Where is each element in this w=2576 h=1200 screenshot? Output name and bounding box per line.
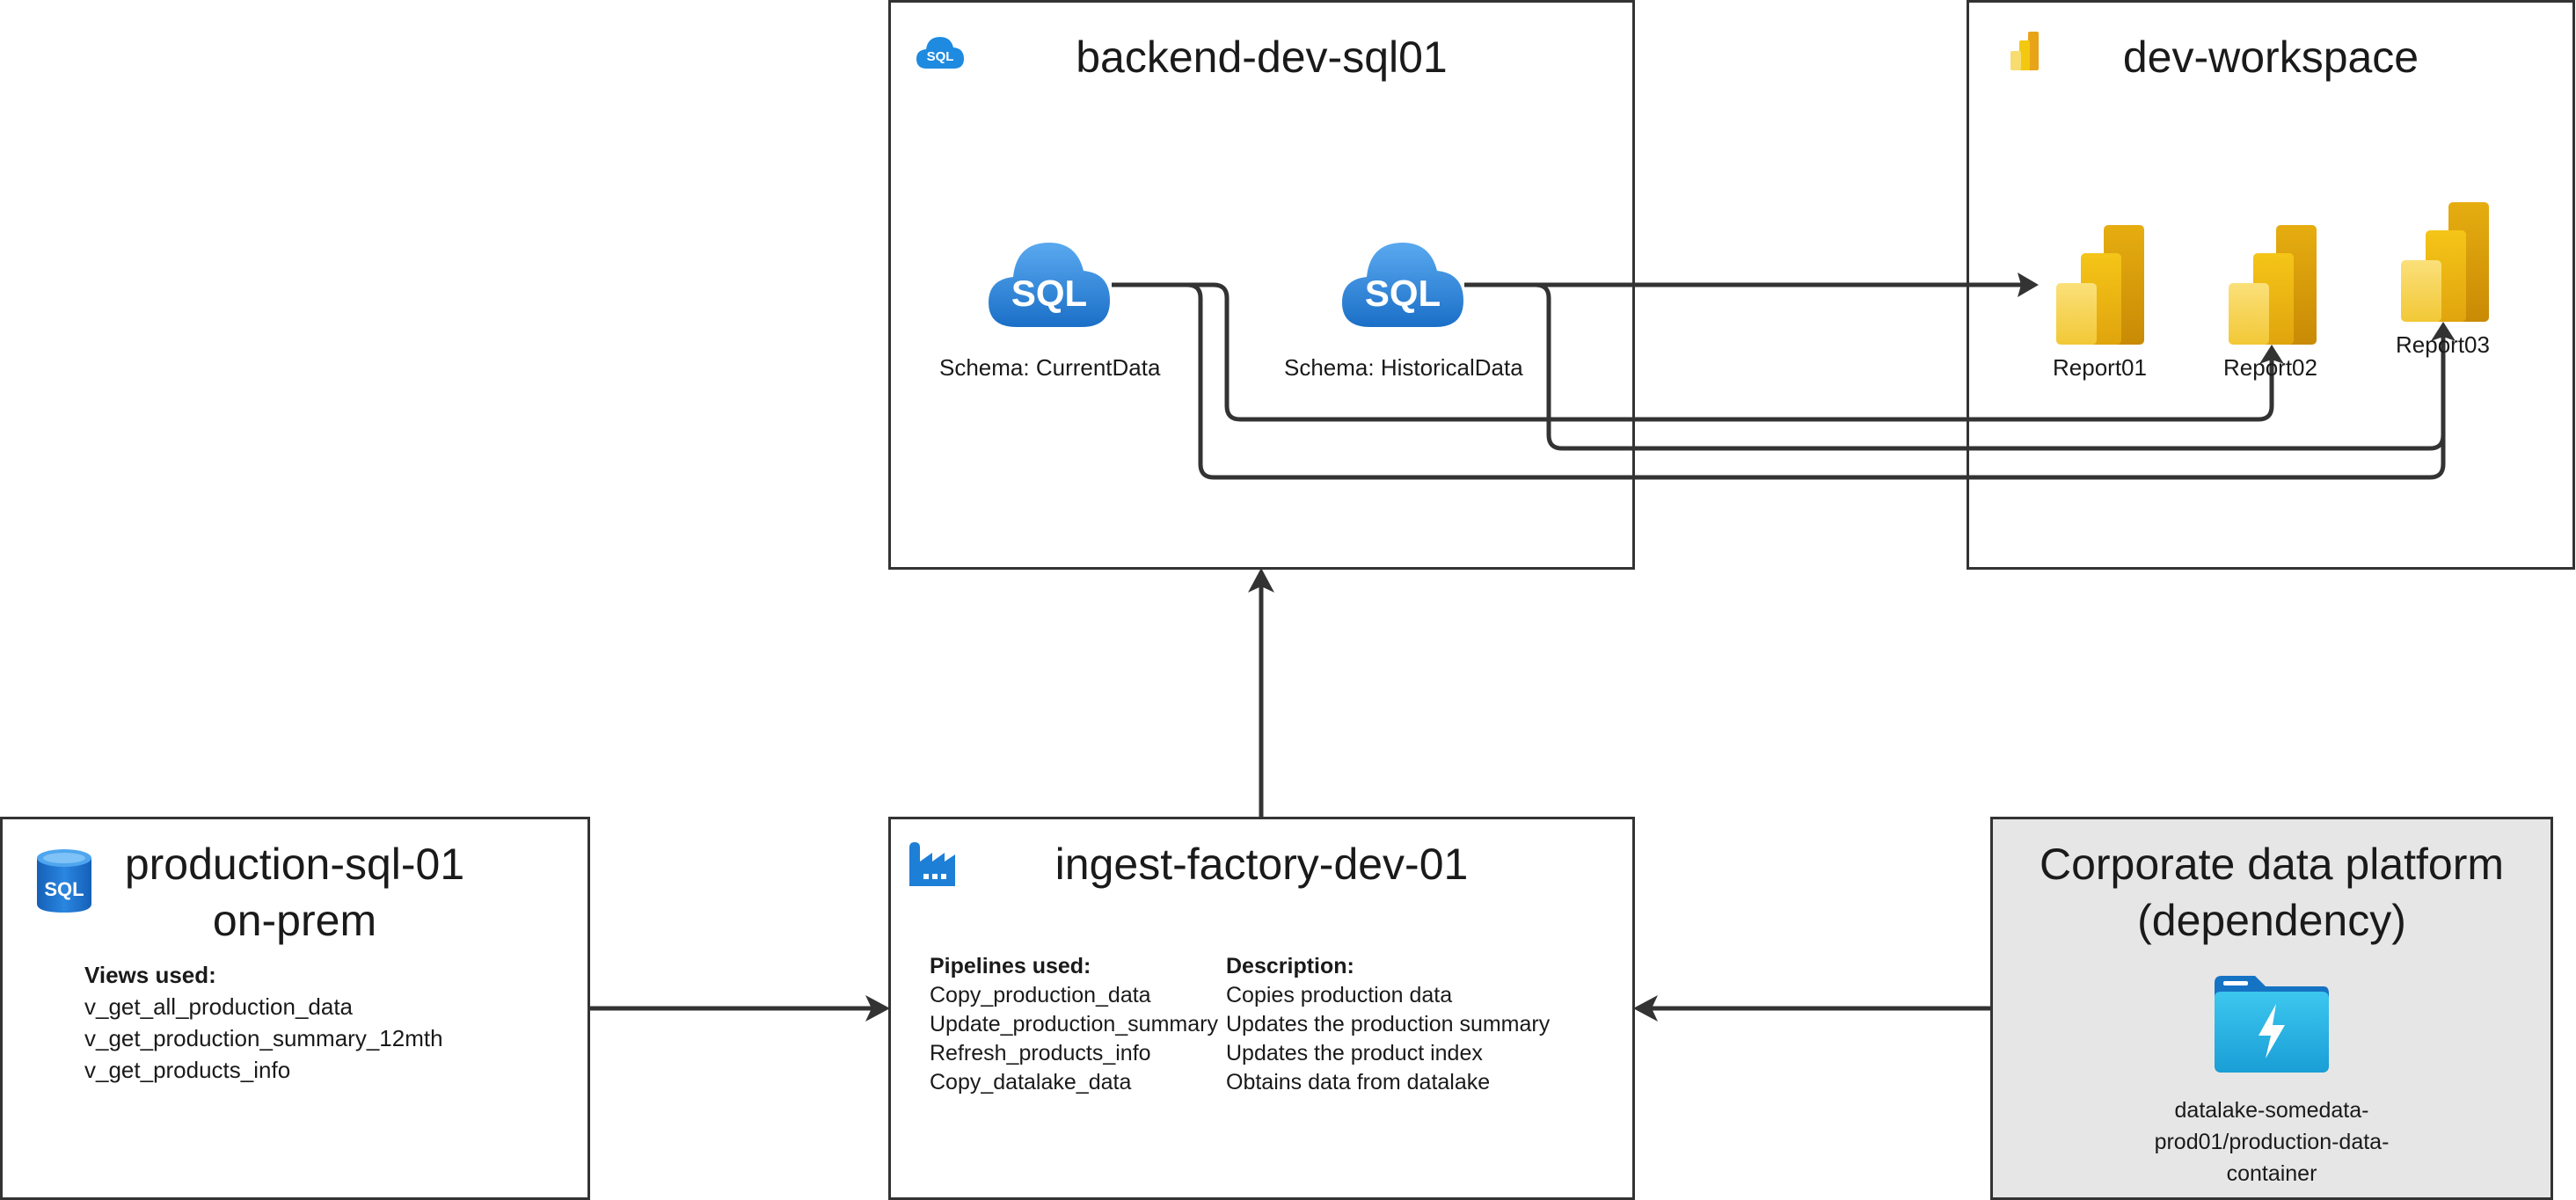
description-item: Copies production data [1226, 983, 1453, 1007]
datalake-path-line: container [2226, 1161, 2317, 1186]
report01-label: Report01 [2053, 354, 2147, 381]
schema-currentdata-label: Schema: CurrentData [939, 354, 1161, 381]
svg-text:SQL: SQL [1365, 273, 1441, 314]
corporate-title-line1: Corporate data platform [2039, 840, 2505, 889]
svg-text:SQL: SQL [44, 878, 84, 900]
report03-label: Report03 [2396, 331, 2490, 358]
view-item: v_get_production_summary_12mth [84, 1025, 443, 1051]
pipeline-item: Copy_production_data [930, 983, 1151, 1007]
sql-cloud-icon: SQL [915, 32, 966, 74]
backend-title: backend-dev-sql01 [1076, 33, 1448, 82]
pipelines-column: Pipelines used: Copy_production_data Upd… [930, 952, 1218, 1097]
sql-database-icon: SQL [35, 847, 93, 914]
arrowhead-backend [1248, 568, 1274, 593]
report02-label: Report02 [2223, 354, 2317, 381]
power-bi-report-icon [2225, 223, 2318, 346]
descriptions-column: Description: Copies production data Upda… [1226, 952, 1550, 1097]
description-item: Updates the product index [1226, 1041, 1483, 1065]
sql-cloud-icon: SQL [1339, 236, 1467, 332]
views-header: Views used: [84, 962, 216, 988]
arrowhead-report03 [2431, 322, 2456, 341]
ingest-title: ingest-factory-dev-01 [1054, 840, 1469, 889]
data-factory-icon [908, 839, 957, 888]
description-item: Obtains data from datalake [1226, 1070, 1491, 1095]
link-historicaldata-report03 [1464, 282, 2446, 451]
views-list: Views used: v_get_all_production_data v_… [84, 959, 443, 1086]
pipeline-item: Copy_datalake_data [930, 1070, 1132, 1095]
schema-historicaldata-label: Schema: HistoricalData [1284, 354, 1523, 381]
link-currentdata-report03 [1112, 282, 2446, 480]
production-sql-box [0, 817, 590, 1200]
arrowhead-report02 [2259, 345, 2284, 364]
svg-text:SQL: SQL [1011, 273, 1087, 314]
pipeline-item: Update_production_summary [930, 1012, 1218, 1036]
datalake-folder-icon [2211, 974, 2332, 1074]
datalake-path-line: datalake-somedata- [2174, 1098, 2369, 1123]
description-header: Description: [1226, 954, 1354, 978]
arrowhead-report01 [2018, 273, 2039, 297]
corporate-title-line2: (dependency) [2137, 896, 2406, 945]
production-title-line1: production-sql-01 [124, 840, 465, 889]
sql-cloud-icon: SQL [985, 236, 1113, 332]
power-bi-report-icon [2053, 223, 2146, 346]
production-title-line2: on-prem [212, 896, 377, 945]
arrowhead-ingest-right [1633, 995, 1658, 1022]
workspace-title: dev-workspace [2122, 33, 2419, 82]
power-bi-report-icon [2397, 200, 2491, 324]
description-item: Updates the production summary [1226, 1012, 1551, 1036]
view-item: v_get_all_production_data [84, 993, 354, 1020]
link-currentdata-report02 [1112, 282, 2274, 422]
arrowhead-ingest-left [865, 995, 890, 1022]
view-item: v_get_products_info [84, 1057, 291, 1083]
pipelines-header: Pipelines used: [930, 954, 1091, 978]
datalake-path: datalake-somedata- prod01/production-dat… [1990, 1095, 2553, 1189]
svg-text:SQL: SQL [927, 49, 954, 64]
ingest-factory-box [888, 817, 1635, 1200]
power-bi-icon [2009, 30, 2040, 72]
pipeline-item: Refresh_products_info [930, 1041, 1151, 1065]
datalake-path-line: prod01/production-data- [2154, 1130, 2390, 1154]
